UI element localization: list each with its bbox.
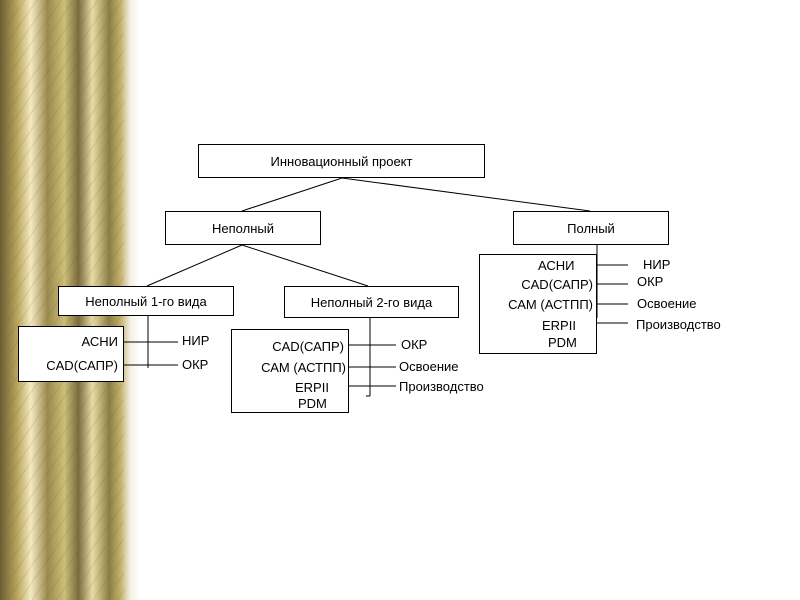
root-node: Инновационный проект xyxy=(198,144,485,178)
partial-type2-node: Неполный 2-го вида xyxy=(284,286,459,318)
type2-stage-3: Производство xyxy=(399,379,484,394)
full-node: Полный xyxy=(513,211,669,245)
full-stage-3: Освоение xyxy=(637,296,697,311)
partial-node: Неполный xyxy=(165,211,321,245)
type1-stage-2: ОКР xyxy=(182,357,209,372)
type1-system-2: CAD(САПР) xyxy=(46,358,118,373)
full-system-2: CAD(САПР) xyxy=(521,277,593,292)
type2-system-1: CAD(САПР) xyxy=(272,339,344,354)
type1-systems-box: АСНИ CAD(САПР) xyxy=(18,326,124,382)
partial-type1-node: Неполный 1-го вида xyxy=(58,286,234,316)
full-system-1: АСНИ xyxy=(538,258,575,273)
full-systems-box: АСНИ CAD(САПР) САМ (АСТПП) ERPII PDM xyxy=(479,254,597,354)
full-stage-1: НИР xyxy=(643,257,671,272)
full-system-5: PDM xyxy=(548,335,577,350)
type1-stage-1: НИР xyxy=(182,333,210,348)
full-system-4: ERPII xyxy=(542,318,576,333)
root-label: Инновационный проект xyxy=(270,153,413,169)
partial-label: Неполный xyxy=(212,220,274,236)
full-system-3: САМ (АСТПП) xyxy=(508,297,593,312)
type2-system-3: ERPII xyxy=(295,380,329,395)
type2-systems-box: CAD(САПР) САМ (АСТПП) ERPII PDM xyxy=(231,329,349,413)
partial-type1-label: Неполный 1-го вида xyxy=(85,293,207,309)
full-label: Полный xyxy=(567,220,615,236)
partial-type2-label: Неполный 2-го вида xyxy=(310,294,433,310)
type1-system-1: АСНИ xyxy=(81,334,118,349)
full-stage-2: ОКР xyxy=(637,274,664,289)
type2-stage-1: ОКР xyxy=(401,337,428,352)
type2-stage-2: Освоение xyxy=(399,359,459,374)
type2-system-4: PDM xyxy=(298,396,327,411)
type2-system-2: САМ (АСТПП) xyxy=(261,360,346,375)
full-stage-4: Производство xyxy=(636,317,721,332)
